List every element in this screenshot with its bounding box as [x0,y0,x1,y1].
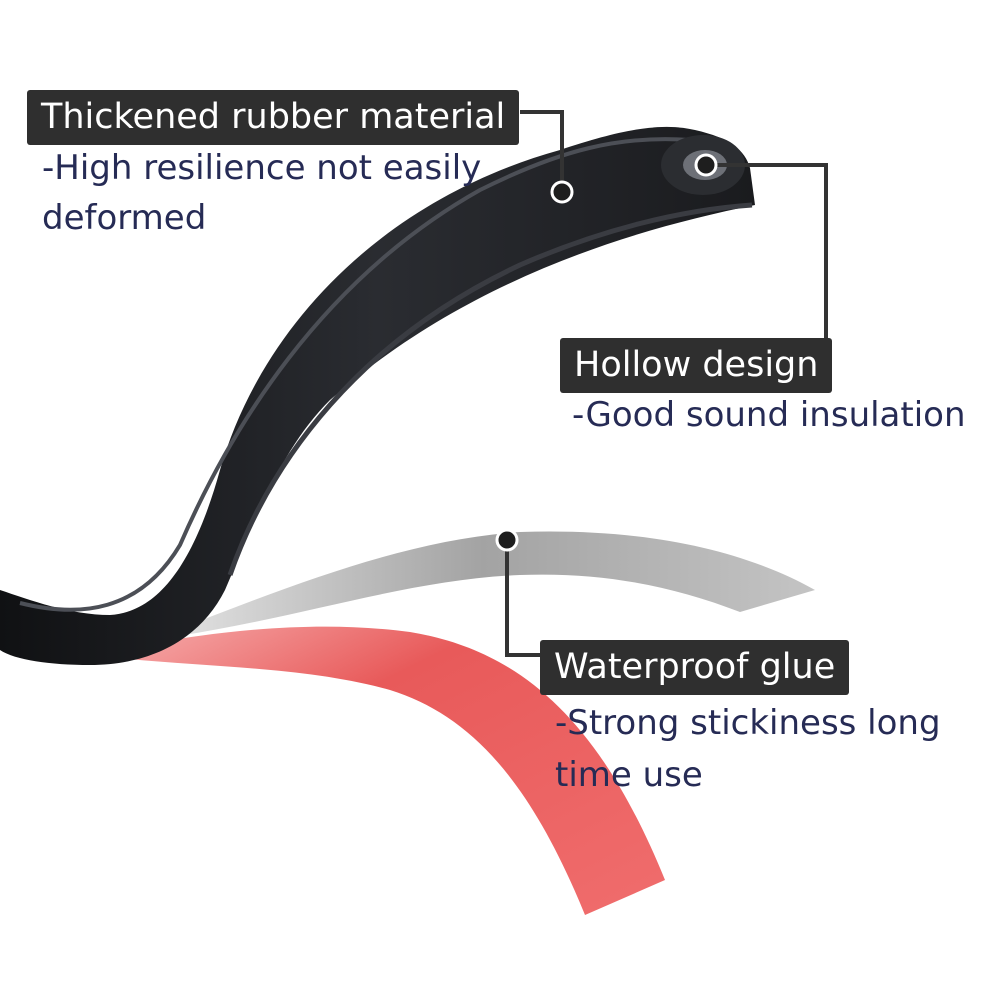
waterproof-glue-label: Waterproof glue [540,640,850,695]
rubber-material-description-line1: -High resilience not easily [42,148,482,188]
rubber-leader-line [520,110,564,190]
waterproof-glue-description-line1: -Strong stickiness long [555,703,941,743]
red-adhesive-liner [90,626,665,915]
glue-leader-dot [495,528,519,552]
waterproof-glue-description-line2: time use [555,755,703,795]
rubber-leader-dot [550,180,574,204]
hollow-design-label: Hollow design [560,338,833,393]
rubber-material-description-line2: deformed [42,198,207,238]
hollow-leader-line [706,163,828,340]
rubber-flange [227,202,753,576]
grey-glue-strip [150,531,815,640]
hollow-leader-dot [694,153,718,177]
hollow-design-description: -Good sound insulation [572,395,966,435]
rubber-material-label: Thickened rubber material [27,90,520,145]
rubber-highlight [19,137,691,612]
glue-leader-line [505,540,540,657]
